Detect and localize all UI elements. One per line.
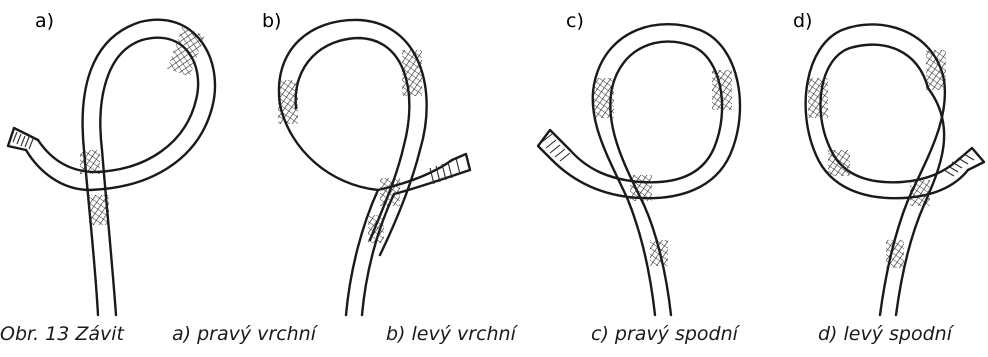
loop-left-under-icon [806,24,984,315]
figure-label: Obr. 13 Závit [0,323,124,345]
loop-right-under-icon [538,24,740,315]
loop-left-over-icon [278,20,470,315]
caption-d: d) levý spodní [818,323,952,345]
rope-loop-illustrations [0,0,988,320]
loop-right-over-icon [8,20,215,315]
caption-b: b) levý vrchní [386,323,516,345]
caption-a: a) pravý vrchní [172,323,316,345]
caption-c: c) pravý spodní [591,323,738,345]
